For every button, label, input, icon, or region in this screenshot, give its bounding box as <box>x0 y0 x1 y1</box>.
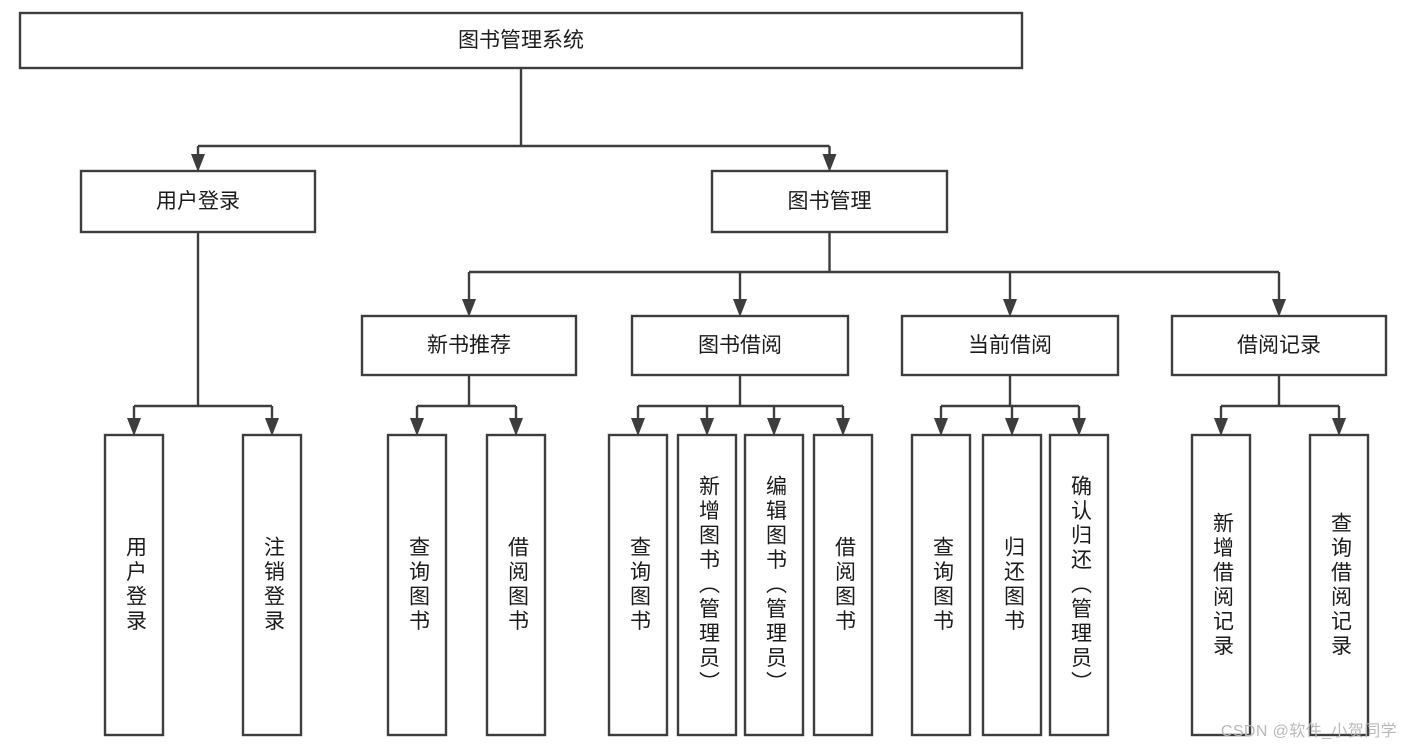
connector-group-new-book-rec <box>410 375 523 436</box>
node-label-user-login: 用户登录 <box>156 190 240 213</box>
arrow-head <box>1072 418 1086 436</box>
arrow-head <box>1005 418 1019 436</box>
node-box-leaf-user-login[interactable] <box>103 433 165 737</box>
connector-group-book-manage <box>462 232 1286 317</box>
connector-layer <box>127 68 1346 436</box>
watermark-text: CSDN @软件_小贺同学 <box>1220 723 1397 740</box>
node-box-leaf-return-book[interactable] <box>981 433 1043 737</box>
node-box-new-book-rec[interactable] <box>360 314 578 377</box>
node-box-current-borrow[interactable] <box>900 314 1120 377</box>
node-box-root[interactable] <box>18 11 1024 70</box>
node-label-book-borrow: 图书借阅 <box>698 334 782 357</box>
arrow-head <box>1003 299 1017 317</box>
connector-group-borrow-record <box>1214 375 1346 436</box>
node-box-leaf-query-record[interactable] <box>1308 433 1370 737</box>
arrow-head <box>265 418 279 436</box>
arrow-head <box>822 154 837 172</box>
arrow-head <box>700 418 714 436</box>
arrow-head <box>509 418 523 436</box>
connector-group-user-login <box>127 232 279 436</box>
node-label-new-book-rec: 新书推荐 <box>427 334 511 357</box>
node-box-leaf-borrow-book-2[interactable] <box>812 433 874 737</box>
node-box-leaf-add-record[interactable] <box>1190 433 1252 737</box>
node-box-leaf-confirm-return[interactable] <box>1048 433 1110 737</box>
node-box-borrow-record[interactable] <box>1170 314 1388 377</box>
arrow-head <box>836 418 850 436</box>
arrow-head <box>1272 299 1286 317</box>
arrow-head <box>631 418 645 436</box>
connector-group-current-borrow <box>934 375 1086 436</box>
node-box-book-borrow[interactable] <box>630 314 850 377</box>
node-label-current-borrow: 当前借阅 <box>968 334 1052 357</box>
node-label-book-manage: 图书管理 <box>788 190 872 213</box>
node-box-book-manage[interactable] <box>710 169 949 234</box>
node-box-leaf-user-logout[interactable] <box>241 433 303 737</box>
arrow-head <box>934 418 948 436</box>
arrow-head <box>127 418 141 436</box>
arrow-head <box>1332 418 1346 436</box>
connector-group-root <box>191 68 837 172</box>
node-box-leaf-borrow-book-1[interactable] <box>485 433 547 737</box>
node-label-root: 图书管理系统 <box>458 29 584 52</box>
arrow-head <box>191 154 205 172</box>
node-box-leaf-query-book-1[interactable] <box>386 433 448 737</box>
arrow-head <box>410 418 424 436</box>
arrow-head <box>462 299 476 317</box>
arrow-head <box>733 299 747 317</box>
node-box-layer <box>18 11 1388 737</box>
connector-group-book-borrow <box>631 375 850 436</box>
node-box-leaf-query-book-3[interactable] <box>910 433 972 737</box>
node-box-user-login[interactable] <box>79 169 317 234</box>
node-box-leaf-edit-book[interactable] <box>743 433 805 737</box>
node-box-leaf-query-book-2[interactable] <box>607 433 669 737</box>
node-box-leaf-add-book[interactable] <box>676 433 738 737</box>
node-label-borrow-record: 借阅记录 <box>1237 334 1321 357</box>
arrow-head <box>767 418 781 436</box>
arrow-head <box>1214 418 1228 436</box>
